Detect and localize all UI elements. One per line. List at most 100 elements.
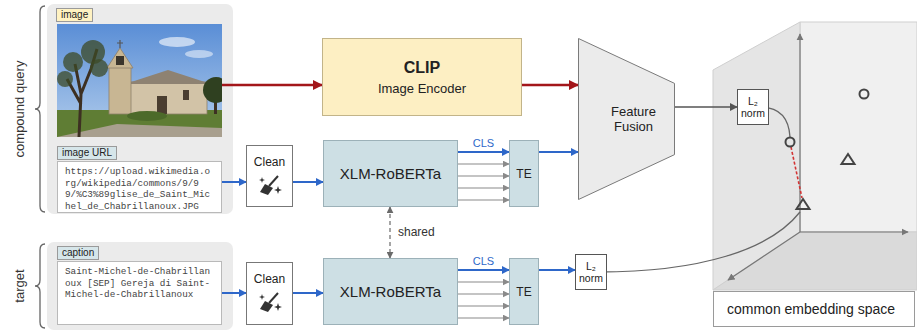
block-label: L₂ norm (738, 95, 768, 119)
church-roof (125, 70, 211, 84)
cloud (159, 37, 195, 47)
church-door (157, 96, 167, 114)
tower-gable (107, 48, 133, 68)
input-text: Saint-Michel-de-Chabrillanoux [SEP] Gere… (65, 266, 210, 301)
connector-arrow (458, 151, 509, 153)
connector-arrow (458, 187, 509, 188)
broom-bristles (260, 184, 273, 195)
input-text: https://upload.wikimedia.org/wikipedia/c… (65, 166, 210, 212)
connector-arrow (222, 292, 246, 294)
input-panel: captionSaint-Michel-de-Chabrillanoux [SE… (47, 242, 233, 330)
step-label: Clean (254, 272, 285, 286)
input-panel: imageimage URLhttps://upload.wikimedia.o… (47, 4, 233, 214)
tree-foliage (57, 71, 73, 87)
connector-arrow (458, 293, 509, 294)
image-input: image (57, 24, 222, 137)
encoder-box: XLM-RoBERTa (323, 140, 458, 207)
connector-arrow (389, 207, 390, 258)
query-point (786, 138, 795, 147)
process-box: TE (509, 140, 539, 207)
connector-arrow (458, 305, 509, 306)
bush (127, 111, 167, 121)
panel-ground (47, 4, 233, 214)
connector-arrow (539, 151, 578, 153)
connector-arrow (522, 84, 578, 87)
bell-opening (116, 56, 124, 65)
label-box: common embedding space (713, 291, 915, 327)
fusion-trapezoid: Feature Fusion (578, 38, 675, 200)
axis-line (800, 231, 908, 232)
panel-ground (47, 242, 233, 330)
caption-label: common embedding space (727, 301, 895, 317)
church-window (183, 90, 189, 100)
edge-label: CLS (472, 137, 495, 150)
target-point (797, 199, 810, 209)
norm-box: L₂ norm (737, 89, 769, 125)
model-name: CLIP (404, 59, 440, 77)
connector-arrow (222, 181, 246, 183)
query-point (860, 90, 869, 99)
bell-tower (109, 66, 131, 114)
curly-bracket (35, 6, 45, 212)
block-label: Feature Fusion (602, 104, 666, 134)
broom-handle (269, 176, 278, 186)
connector-arrow (675, 106, 737, 108)
connector-arrow (293, 292, 323, 294)
axis-line (728, 232, 800, 280)
connector-arrow (222, 84, 322, 87)
sparkle (259, 177, 265, 183)
tag-label: image (56, 8, 93, 22)
edge-label: CLS (472, 255, 495, 268)
cube-floor (713, 232, 917, 290)
edge-label: shared (397, 226, 436, 239)
broom-bristles (260, 301, 273, 312)
model-name: XLM-RoBERTa (340, 283, 441, 300)
text-input-box: image URLhttps://upload.wikimedia.org/wi… (57, 161, 222, 213)
connector-arrow (458, 175, 509, 176)
process-box: TE (509, 258, 539, 325)
sparkle (274, 303, 282, 311)
broom-icon (258, 174, 282, 196)
tree-foliage (63, 52, 83, 72)
projection-line (598, 212, 800, 272)
connector-arrow (539, 269, 575, 271)
model-subtitle: Image Encoder (378, 81, 466, 96)
model-name: XLM-RoBERTa (340, 165, 441, 182)
connector-arrow (293, 181, 323, 183)
connector-arrow (458, 269, 509, 271)
gravel-path (57, 124, 222, 137)
sky (57, 24, 222, 137)
norm-box: L₂ norm (575, 254, 607, 290)
target-point (842, 154, 855, 164)
photo-illustration (57, 24, 222, 137)
group-label: compound query (12, 4, 28, 214)
broom-handle (269, 293, 278, 303)
tree-foliage (203, 77, 222, 103)
tag-label: caption (57, 246, 99, 260)
distance-line (791, 147, 802, 198)
cross (117, 40, 123, 48)
curly-bracket (35, 244, 45, 328)
group-label: target (12, 242, 28, 330)
block-label: TE (516, 167, 531, 181)
encoder-box: CLIP Image Encoder (322, 38, 522, 116)
cloud (185, 50, 213, 58)
panel-layer (35, 4, 233, 330)
cube-back-wall (800, 22, 917, 232)
connector-arrow (458, 317, 509, 318)
text-input-box: captionSaint-Michel-de-Chabrillanoux [SE… (57, 261, 222, 325)
block-label: TE (516, 285, 531, 299)
fusion-shape (579, 39, 675, 200)
sparkle (274, 186, 282, 194)
tag-label: image URL (57, 146, 117, 160)
broom-icon (258, 291, 282, 313)
block-label: L₂ norm (576, 260, 606, 284)
encoder-box: XLM-RoBERTa (323, 258, 458, 325)
process-box: Clean (246, 145, 293, 207)
process-box: Clean (246, 262, 293, 325)
church-nave (129, 82, 207, 114)
connector-arrow (458, 281, 509, 282)
connector-arrow (458, 163, 509, 164)
connector-arrow (458, 199, 509, 200)
